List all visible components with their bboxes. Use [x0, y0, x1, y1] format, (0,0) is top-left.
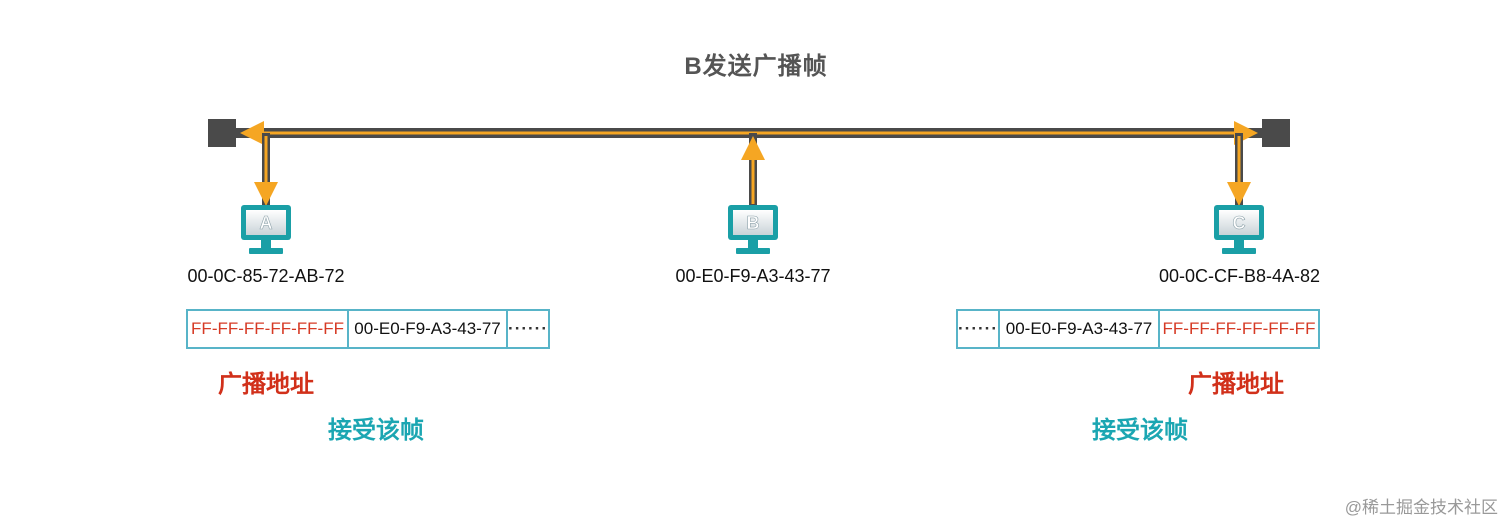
frame-left-src-address: 00-E0-F9-A3-43-77 — [347, 311, 506, 347]
mac-address-a: 00-0C-85-72-AB-72 — [187, 266, 345, 286]
left-terminator — [208, 119, 236, 147]
frame-left-more: ······ — [506, 311, 548, 347]
frame-right-more: ······ — [958, 319, 998, 338]
computer-a-icon: A — [241, 205, 291, 254]
frame-right-src-address: 00-E0-F9-A3-43-77 — [998, 311, 1158, 347]
accept-frame-label-right: 接受该帧 — [1092, 417, 1188, 444]
mac-address-c: 00-0C-CF-B8-4A-82 — [1159, 266, 1321, 286]
diagram-title: B发送广播帧 — [684, 53, 828, 80]
frame-right-dest-address: FF-FF-FF-FF-FF-FF — [1158, 311, 1318, 347]
frame-right: ······ 00-E0-F9-A3-43-77 FF-FF-FF-FF-FF-… — [956, 309, 1320, 349]
computer-c-icon: C — [1214, 205, 1264, 254]
computer-b-icon: B — [728, 205, 778, 254]
broadcast-address-label-right: 广播地址 — [1188, 371, 1284, 398]
computer-b-letter: B — [747, 213, 760, 233]
broadcast-address-label-left: 广播地址 — [218, 371, 314, 398]
computer-c-letter: C — [1233, 213, 1246, 233]
computer-a-letter: A — [260, 213, 273, 233]
accept-frame-label-left: 接受该帧 — [328, 417, 424, 444]
frame-left: FF-FF-FF-FF-FF-FF 00-E0-F9-A3-43-77 ····… — [186, 309, 550, 349]
frame-left-dest-address: FF-FF-FF-FF-FF-FF — [191, 319, 344, 338]
watermark: @稀土掘金技术社区 — [1344, 498, 1498, 517]
mac-address-b: 00-E0-F9-A3-43-77 — [675, 266, 831, 286]
right-terminator — [1262, 119, 1290, 147]
